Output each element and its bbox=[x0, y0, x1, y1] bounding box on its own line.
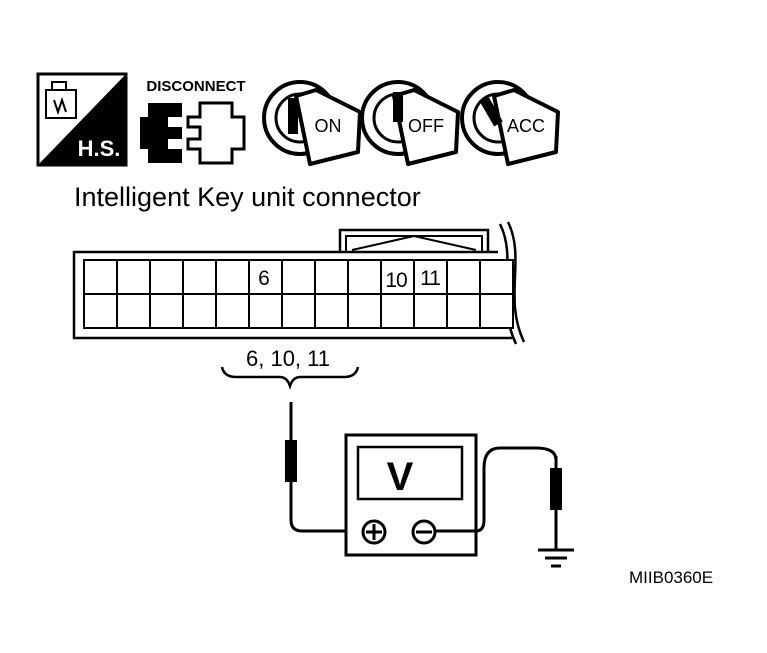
connector-pin-cavity bbox=[314, 259, 349, 295]
connector-pin-cavity bbox=[380, 293, 415, 329]
connector-pin-cavity bbox=[215, 259, 250, 295]
positive-lead-wire bbox=[289, 492, 362, 533]
connector-pin-cavity bbox=[281, 293, 316, 329]
connector-pin-cavity bbox=[116, 293, 151, 329]
connector-pin-cavity bbox=[479, 293, 514, 329]
connector-pin-cavity bbox=[347, 259, 382, 295]
key-acc-label: ACC bbox=[507, 116, 545, 136]
negative-lead-wire bbox=[435, 446, 558, 533]
connector-pin-cavity bbox=[149, 259, 184, 295]
connector-pin-cavity bbox=[215, 293, 250, 329]
connector-pin-cavity bbox=[248, 293, 283, 329]
key-on-label: ON bbox=[315, 116, 342, 136]
connector-pin-cavity bbox=[413, 293, 448, 329]
positive-probe bbox=[285, 402, 297, 492]
harness-side-icon: H.S. bbox=[36, 72, 128, 167]
connector-pin-cavity bbox=[446, 259, 481, 295]
ignition-key-on-icon: ON bbox=[262, 80, 362, 166]
connector-pin-cavity bbox=[347, 293, 382, 329]
connector-pin-grid bbox=[83, 259, 514, 329]
connector-pin-cavity bbox=[116, 259, 151, 295]
ignition-key-acc-icon: ACC bbox=[460, 80, 560, 166]
figure-code: MIIB0360E bbox=[629, 568, 713, 587]
brace bbox=[220, 366, 360, 390]
ground-icon bbox=[538, 548, 574, 568]
connector-pin-cavity bbox=[182, 293, 217, 329]
connector-pin-cavity bbox=[83, 259, 118, 295]
voltmeter: V bbox=[344, 433, 478, 557]
connector-pin-cavity bbox=[149, 293, 184, 329]
connector-pin-cavity bbox=[314, 293, 349, 329]
connector-pin-cavity bbox=[446, 293, 481, 329]
disconnect-label: DISCONNECT bbox=[146, 78, 245, 95]
hs-label: H.S. bbox=[78, 136, 121, 161]
connector-pin-cavity bbox=[479, 259, 514, 295]
pin-label-10: 10 bbox=[385, 269, 407, 292]
connector-pin-cavity bbox=[281, 259, 316, 295]
negative-probe bbox=[550, 456, 562, 550]
connector-pin-cavity bbox=[83, 293, 118, 329]
pin-label-6: 6 bbox=[258, 267, 270, 290]
ignition-key-off-icon: OFF bbox=[360, 80, 460, 166]
plus-terminal-icon bbox=[361, 519, 387, 545]
meter-mode-label: V bbox=[387, 455, 414, 499]
probe-pins-label: 6, 10, 11 bbox=[246, 346, 330, 371]
connector-title: Intelligent Key unit connector bbox=[74, 182, 421, 212]
key-off-label: OFF bbox=[408, 116, 444, 136]
disconnect-icon: DISCONNECT bbox=[140, 78, 246, 165]
connector-body bbox=[72, 221, 526, 345]
connector-pin-cavity bbox=[182, 259, 217, 295]
pin-label-11: 11 bbox=[420, 267, 440, 290]
connector-pin-cavity bbox=[380, 259, 415, 295]
minus-terminal-icon bbox=[411, 519, 437, 545]
